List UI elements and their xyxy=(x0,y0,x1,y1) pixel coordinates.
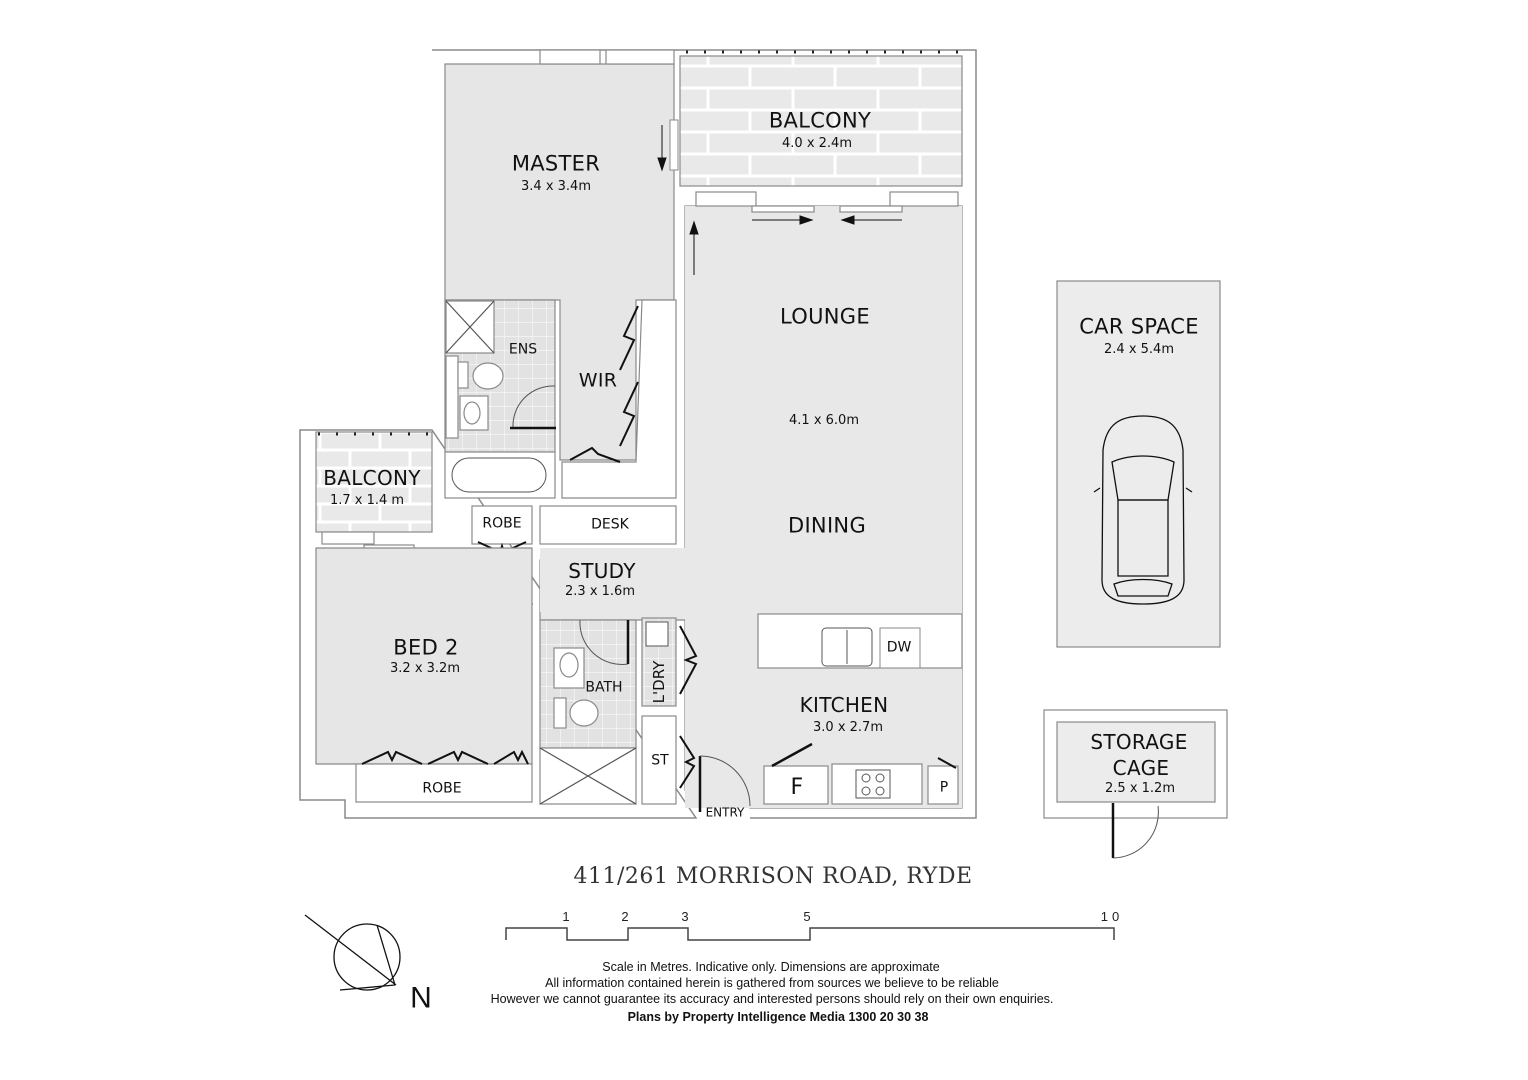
ensuite-label: ENS xyxy=(508,341,538,358)
balcony-small-dimensions: 1.7 x 1.4 m xyxy=(329,492,405,508)
balcony-small-floor xyxy=(315,431,433,533)
car-space-dimensions: 2.4 x 5.4m xyxy=(1104,341,1174,357)
balcony-small-label: BALCONY xyxy=(323,466,421,490)
bath-label: BATH xyxy=(585,679,623,696)
plan-credit: Plans by Property Intelligence Media 130… xyxy=(627,1010,929,1025)
storage-st-label: ST xyxy=(651,752,669,769)
robe-bed2-label: ROBE xyxy=(422,780,462,797)
study-label: STUDY xyxy=(568,559,636,583)
robe-study-label: ROBE xyxy=(482,515,522,532)
car-icon xyxy=(1093,415,1193,605)
pantry-label: P xyxy=(939,779,949,796)
wir-label: WIR xyxy=(578,369,618,392)
storage-cage-dimensions: 2.5 x 1.2m xyxy=(1105,780,1175,796)
disclaimer-line-1: Scale in Metres. Indicative only. Dimens… xyxy=(602,960,940,975)
compass-icon xyxy=(304,914,401,991)
lounge-dimensions: 4.1 x 6.0m xyxy=(789,412,859,428)
car-space-floor xyxy=(1056,280,1221,648)
scale-bar xyxy=(505,927,1115,941)
storage-cage-label-2: CAGE xyxy=(1112,756,1170,780)
kitchen-label: KITCHEN xyxy=(799,693,889,717)
scale-tick-1: 1 xyxy=(562,908,570,924)
master-label: MASTER xyxy=(511,151,601,176)
storage-cage-floor xyxy=(1056,721,1216,803)
scale-tick-5: 5 xyxy=(803,908,811,924)
master-dimensions: 3.4 x 3.4m xyxy=(521,178,591,194)
study-dimensions: 2.3 x 1.6m xyxy=(565,583,635,599)
scale-tick-3: 3 xyxy=(681,908,689,924)
disclaimer-line-2: All information contained herein is gath… xyxy=(545,976,999,991)
scale-tick-2: 2 xyxy=(621,908,629,924)
fridge-label: F xyxy=(790,774,804,800)
entry-label: ENTRY xyxy=(705,805,745,820)
dining-label: DINING xyxy=(787,513,867,538)
exterior-walls xyxy=(299,49,977,819)
dishwasher-label: DW xyxy=(886,639,912,656)
desk-label: DESK xyxy=(591,516,629,533)
bed2-dimensions: 3.2 x 3.2m xyxy=(390,660,460,676)
storage-cage-label-1: STORAGE xyxy=(1090,730,1188,754)
disclaimer-line-3: However we cannot guarantee its accuracy… xyxy=(490,992,1054,1007)
laundry-label: L'DRY xyxy=(649,660,668,704)
balcony-main-floor xyxy=(679,55,963,187)
scale-tick-10: 10 xyxy=(1100,908,1124,924)
car-space-label: CAR SPACE xyxy=(1079,314,1199,339)
balcony-main-dimensions: 4.0 x 2.4m xyxy=(782,135,852,151)
property-address: 411/261 MORRISON ROAD, RYDE xyxy=(573,863,973,889)
bed2-label: BED 2 xyxy=(393,635,459,660)
study-floor xyxy=(540,548,685,612)
lounge-label: LOUNGE xyxy=(780,304,870,329)
balcony-main-label: BALCONY xyxy=(768,108,872,133)
compass-north-label: N xyxy=(410,981,432,1015)
kitchen-dimensions: 3.0 x 2.7m xyxy=(813,719,883,735)
